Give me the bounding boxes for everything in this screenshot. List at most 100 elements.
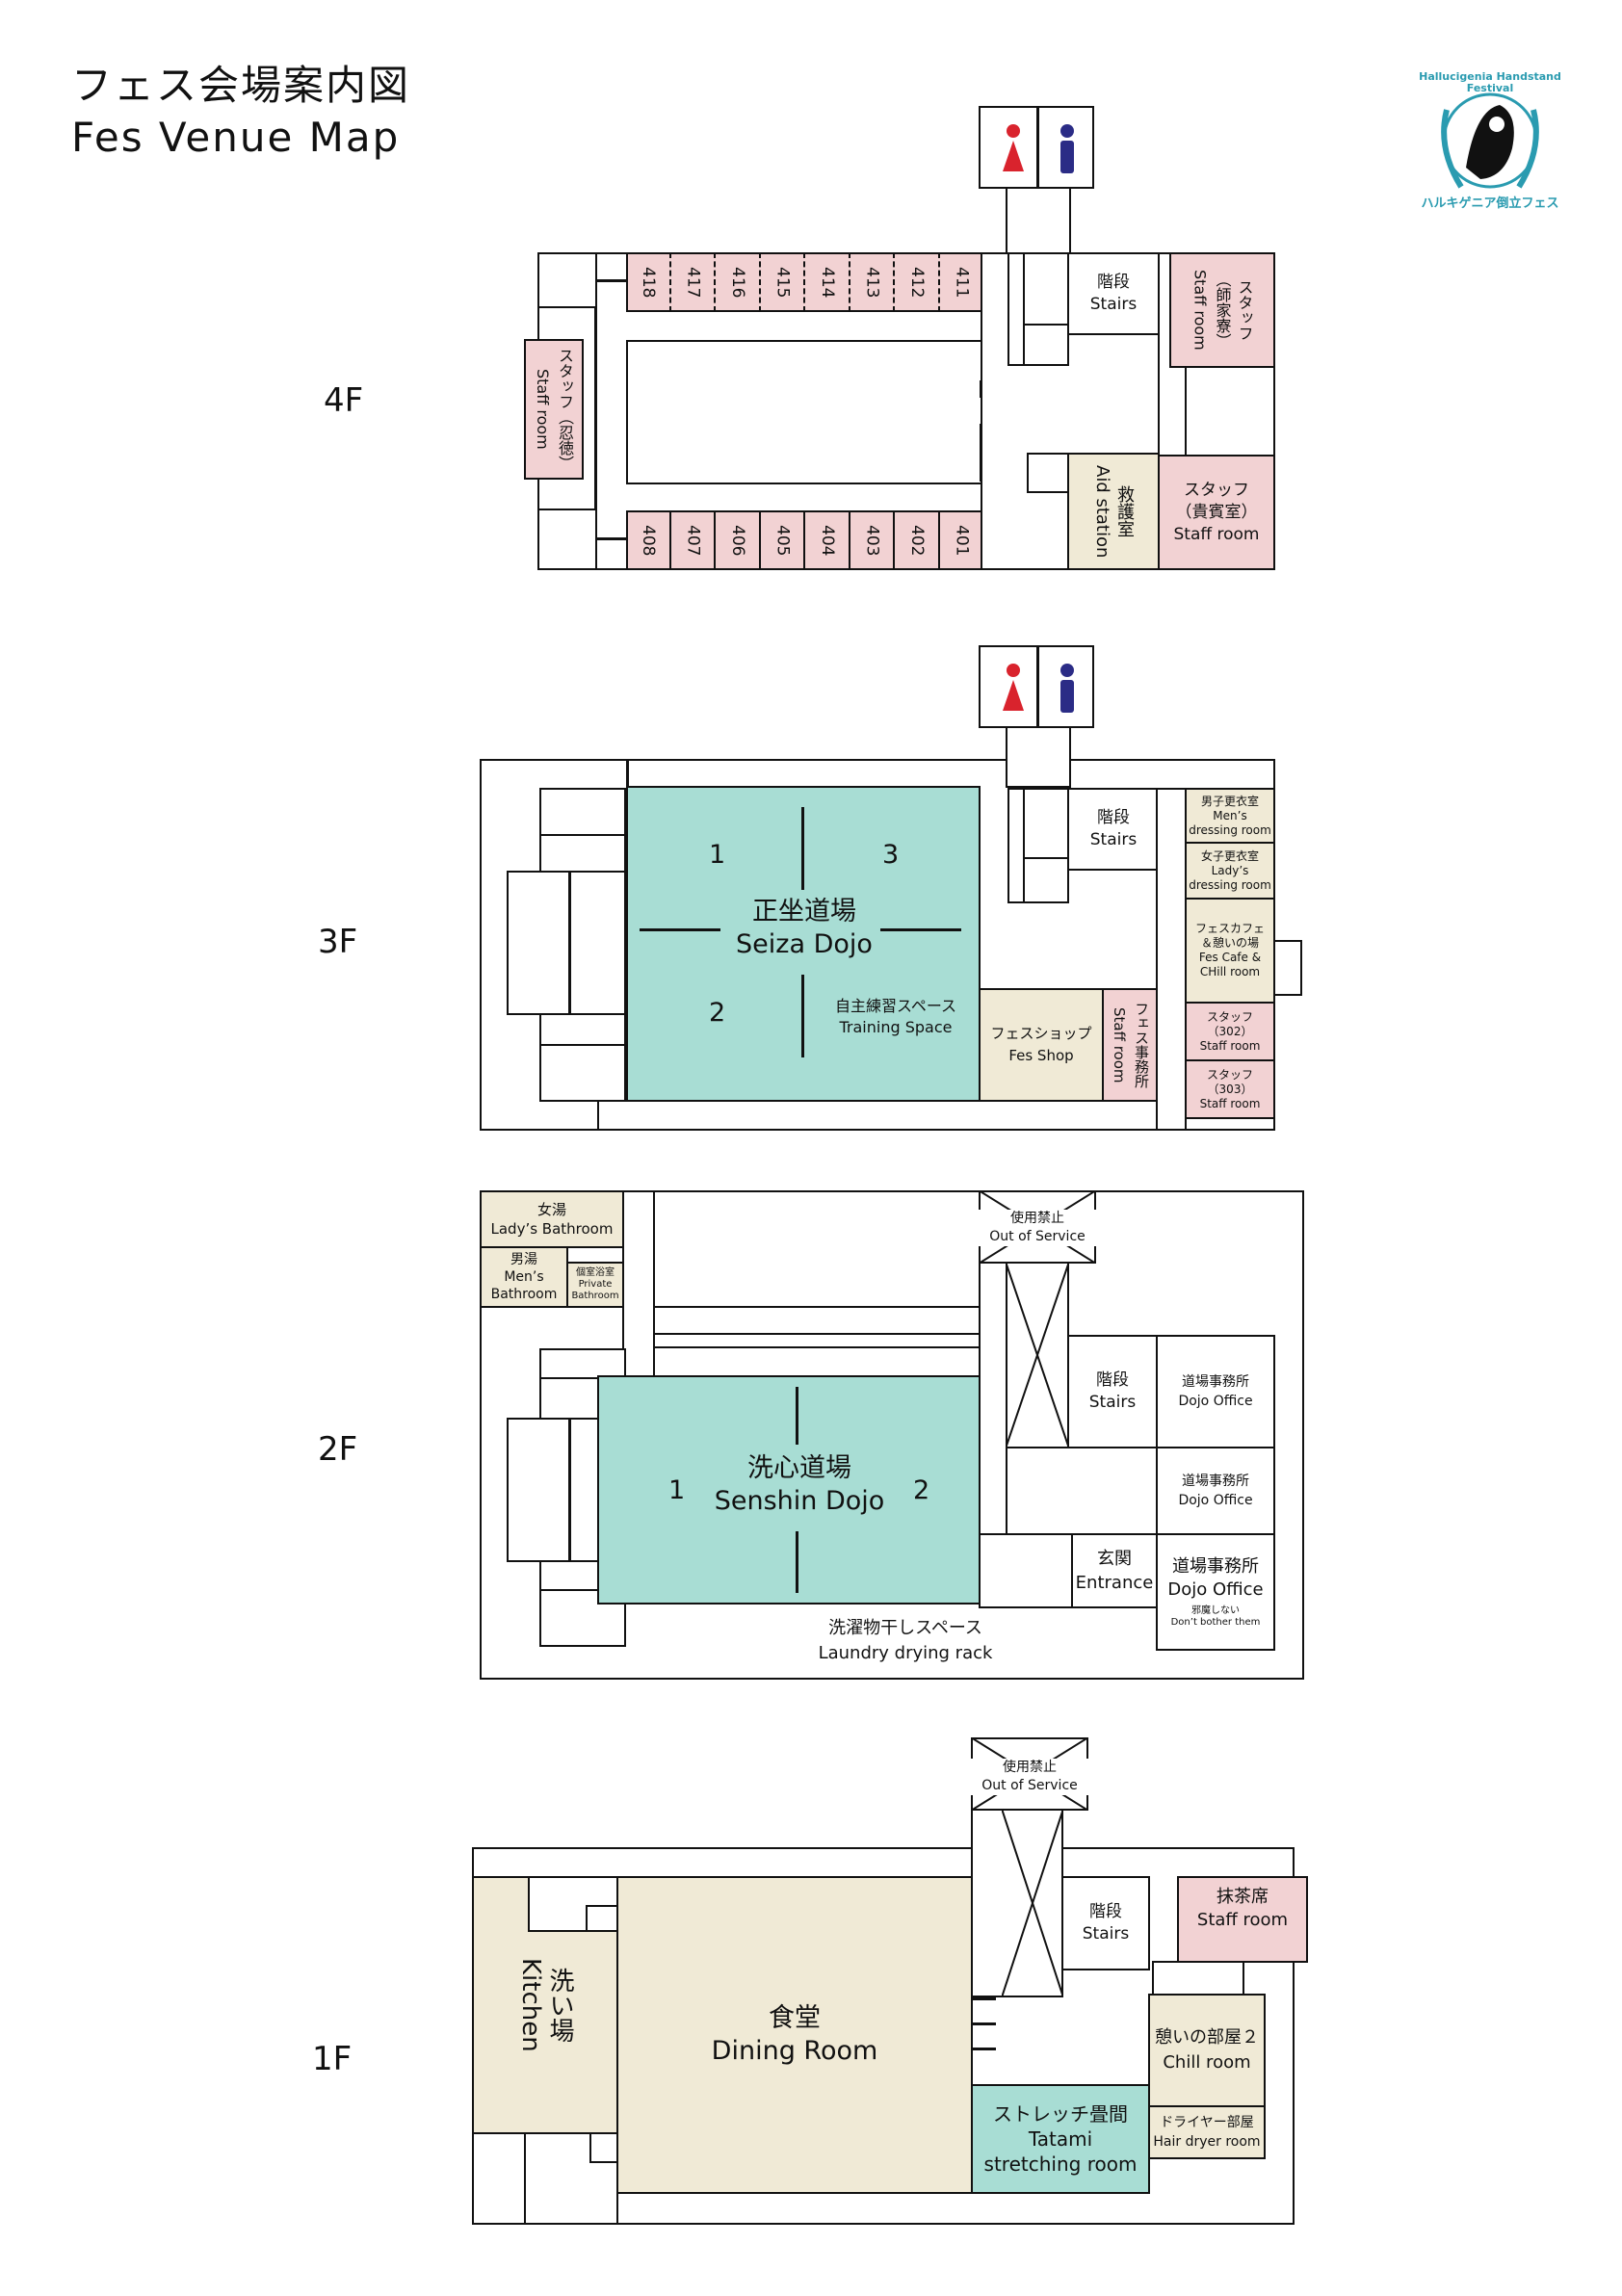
f3-shaft xyxy=(1006,726,1071,788)
f4-room-412[interactable]: 412 xyxy=(893,252,938,312)
f2-corridor-top2 xyxy=(653,1333,981,1348)
f2-laundry-drying-rack[interactable]: 洗濯物干しスペース Laundry drying rack xyxy=(818,1618,993,1663)
f2-dojo-office-3: 道場事務所 Dojo Office xyxy=(1167,1556,1264,1600)
f1-kitchen-room2 xyxy=(586,1905,618,1932)
logo-text: Hallucigenia Handstand Festival xyxy=(1419,70,1561,94)
f3-right-corridor xyxy=(1156,788,1187,1131)
f4-room-406[interactable]: 406 xyxy=(714,510,759,570)
f2-private-bathroom[interactable]: 個室浴室 Private Bathroom xyxy=(566,1262,624,1308)
f2-out-of-service: 使用禁止 Out of Service xyxy=(979,1210,1096,1246)
f2-left-room1 xyxy=(539,1348,626,1379)
f3-fes-office[interactable]: フェス事務所 Staff room xyxy=(1102,988,1158,1102)
f2-shaft-cross-icon xyxy=(1006,1262,1069,1448)
f3-stairs-left2 xyxy=(1023,857,1069,903)
f2-corridor-top1 xyxy=(653,1306,981,1335)
f2-dojo-office-1[interactable]: 道場事務所 Dojo Office xyxy=(1156,1335,1275,1448)
f2-corridor-left xyxy=(622,1190,655,1379)
f1-out-of-service: 使用禁止 Out of Service xyxy=(971,1759,1088,1795)
f3-ladys-dressing-room[interactable]: 女子更衣室 Lady’s dressing room xyxy=(1185,842,1275,900)
f1-chill-room[interactable]: 憩いの部屋２ Chill room xyxy=(1148,1994,1266,2107)
f4-staff-nintoku[interactable]: スタッフ（忍徳） Staff room xyxy=(524,339,584,480)
f4-room-405[interactable]: 405 xyxy=(758,510,804,570)
f4-room-411[interactable]: 411 xyxy=(937,252,983,312)
f4-room-418[interactable]: 418 xyxy=(638,266,658,299)
floor-label-1f: 1F xyxy=(312,2040,353,2078)
f4-room-408[interactable]: 408 xyxy=(638,524,658,557)
f2-dojo-section-2: 2 xyxy=(913,1475,930,1505)
f4-shaft xyxy=(1006,187,1071,254)
f2-mens-bathroom[interactable]: 男湯 Men’s Bathroom xyxy=(480,1246,568,1308)
f1-shaft-cross-icon xyxy=(1002,1809,1063,1997)
f4-staff-shike[interactable]: スタッフ （師家寮） Staff room xyxy=(1169,252,1275,368)
f3-left-room3 xyxy=(539,1013,626,1046)
f3-fes-cafe[interactable]: フェスカフェ ＆憩いの場 Fes Cafe & CHill room xyxy=(1185,898,1275,1004)
f2-dojo-office-3-box[interactable]: 道場事務所 Dojo Office 邪魔しない Don’t bother the… xyxy=(1156,1533,1275,1651)
f1-tatami-stretching-room[interactable]: ストレッチ畳間 Tatami stretching room xyxy=(971,2084,1150,2194)
f2-senshin-dojo-area xyxy=(597,1375,981,1605)
f2-entrance[interactable]: 玄関 Entrance xyxy=(1071,1533,1158,1608)
f3-staff-303[interactable]: スタッフ （303） Staff room xyxy=(1185,1059,1275,1119)
f4-male-restroom-icon xyxy=(1058,123,1077,179)
f4-top-rooms: 418 417 416 415 414 413 412 411 xyxy=(626,252,982,312)
f3-mens-dressing-room[interactable]: 男子更衣室 Men’s dressing room xyxy=(1185,788,1275,844)
f4-room-407[interactable]: 407 xyxy=(668,510,715,570)
f3-female-restroom-icon xyxy=(1002,663,1025,718)
f4-stairs[interactable]: 階段 Stairs xyxy=(1067,252,1160,335)
floor-label-2f: 2F xyxy=(318,1430,358,1469)
title-en: Fes Venue Map xyxy=(71,114,401,161)
f4-room-416[interactable]: 416 xyxy=(714,252,759,312)
floor-label-3f: 3F xyxy=(318,923,358,961)
f4-room-402[interactable]: 402 xyxy=(893,510,938,570)
f4-staff-kihin[interactable]: スタッフ （貴賓室） Staff room xyxy=(1158,455,1275,570)
f4-room-415[interactable]: 415 xyxy=(758,252,804,312)
title-ja: フェス会場案内図 xyxy=(71,62,411,109)
f2-senshin-dojo[interactable]: 洗心道場 Senshin Dojo xyxy=(714,1453,885,1516)
f3-staff-302[interactable]: スタッフ （302） Staff room xyxy=(1185,1002,1275,1061)
f3-left-room4 xyxy=(539,1044,626,1102)
f3-stairs[interactable]: 階段 Stairs xyxy=(1067,788,1160,871)
f2-dojo-section-1: 1 xyxy=(668,1475,686,1505)
f3-cafe-annex xyxy=(1273,940,1302,996)
f2-ladys-bathroom[interactable]: 女湯 Lady’s Bathroom xyxy=(480,1190,624,1248)
f4-stairs-left2 xyxy=(1023,324,1069,366)
f4-bottom-rooms: 408 407 406 405 404 403 402 401 xyxy=(626,510,982,570)
f4-room-left-top xyxy=(537,252,597,308)
f3-training-space[interactable]: 自主練習スペース Training Space xyxy=(834,997,957,1036)
logo-text-ja: ハルキゲニア倒立フェス xyxy=(1421,196,1559,211)
f1-matcha-staff-room[interactable]: 抹茶席 Staff room xyxy=(1177,1876,1308,1963)
f2-stairs[interactable]: 階段 Stairs xyxy=(1067,1335,1158,1448)
page-title: フェス会場案内図 Fes Venue Map xyxy=(71,60,410,164)
f1-stairs[interactable]: 階段 Stairs xyxy=(1061,1876,1150,1970)
f3-seiza-dojo[interactable]: 正坐道場 Seiza Dojo xyxy=(736,897,873,959)
f4-room-401[interactable]: 401 xyxy=(937,510,983,570)
f3-left-room2 xyxy=(539,834,626,873)
f1-kitchen-room4 xyxy=(589,2132,618,2163)
f2-dojo-office-2[interactable]: 道場事務所 Dojo Office xyxy=(1156,1447,1275,1535)
f4-female-restroom-icon xyxy=(1002,123,1025,179)
f1-dining-room[interactable]: 食堂 Dining Room xyxy=(616,1876,973,2194)
f3-bottom-corridor xyxy=(597,1100,1158,1131)
f4-room-404[interactable]: 404 xyxy=(803,510,849,570)
f3-stairs-left xyxy=(1023,788,1069,859)
f3-fes-shop[interactable]: フェスショップ Fes Shop xyxy=(979,988,1104,1102)
f4-room-417[interactable]: 417 xyxy=(668,252,715,312)
floor-label-4f: 4F xyxy=(324,381,364,420)
f1-hair-dryer-room[interactable]: ドライヤー部屋 Hair dryer room xyxy=(1148,2105,1266,2159)
f3-dojo-section-3: 3 xyxy=(882,840,900,870)
f4-room-403[interactable]: 403 xyxy=(848,510,894,570)
festival-logo: Hallucigenia Handstand Festival ハルキゲニア倒立… xyxy=(1408,71,1572,216)
f4-small-room xyxy=(1027,453,1069,493)
f1-elevator-shaft xyxy=(971,1809,1063,1997)
f3-male-restroom-icon xyxy=(1058,663,1077,718)
f4-courtyard xyxy=(626,340,982,484)
f1-right-stub xyxy=(1152,1961,1244,1996)
logo-emblem-icon xyxy=(1441,92,1539,189)
f4-right-room xyxy=(1185,366,1275,457)
f4-aid-station[interactable]: 救護室 Aid station xyxy=(1067,453,1160,570)
f2-dojo-office-3-note: 邪魔しない Don’t bother them xyxy=(1170,1605,1261,1628)
f3-dojo-section-1: 1 xyxy=(709,840,726,870)
f4-stairs-left xyxy=(1023,252,1069,326)
f3-left-room1 xyxy=(539,788,626,836)
f4-room-414[interactable]: 414 xyxy=(803,252,849,312)
f4-room-413[interactable]: 413 xyxy=(848,252,894,312)
